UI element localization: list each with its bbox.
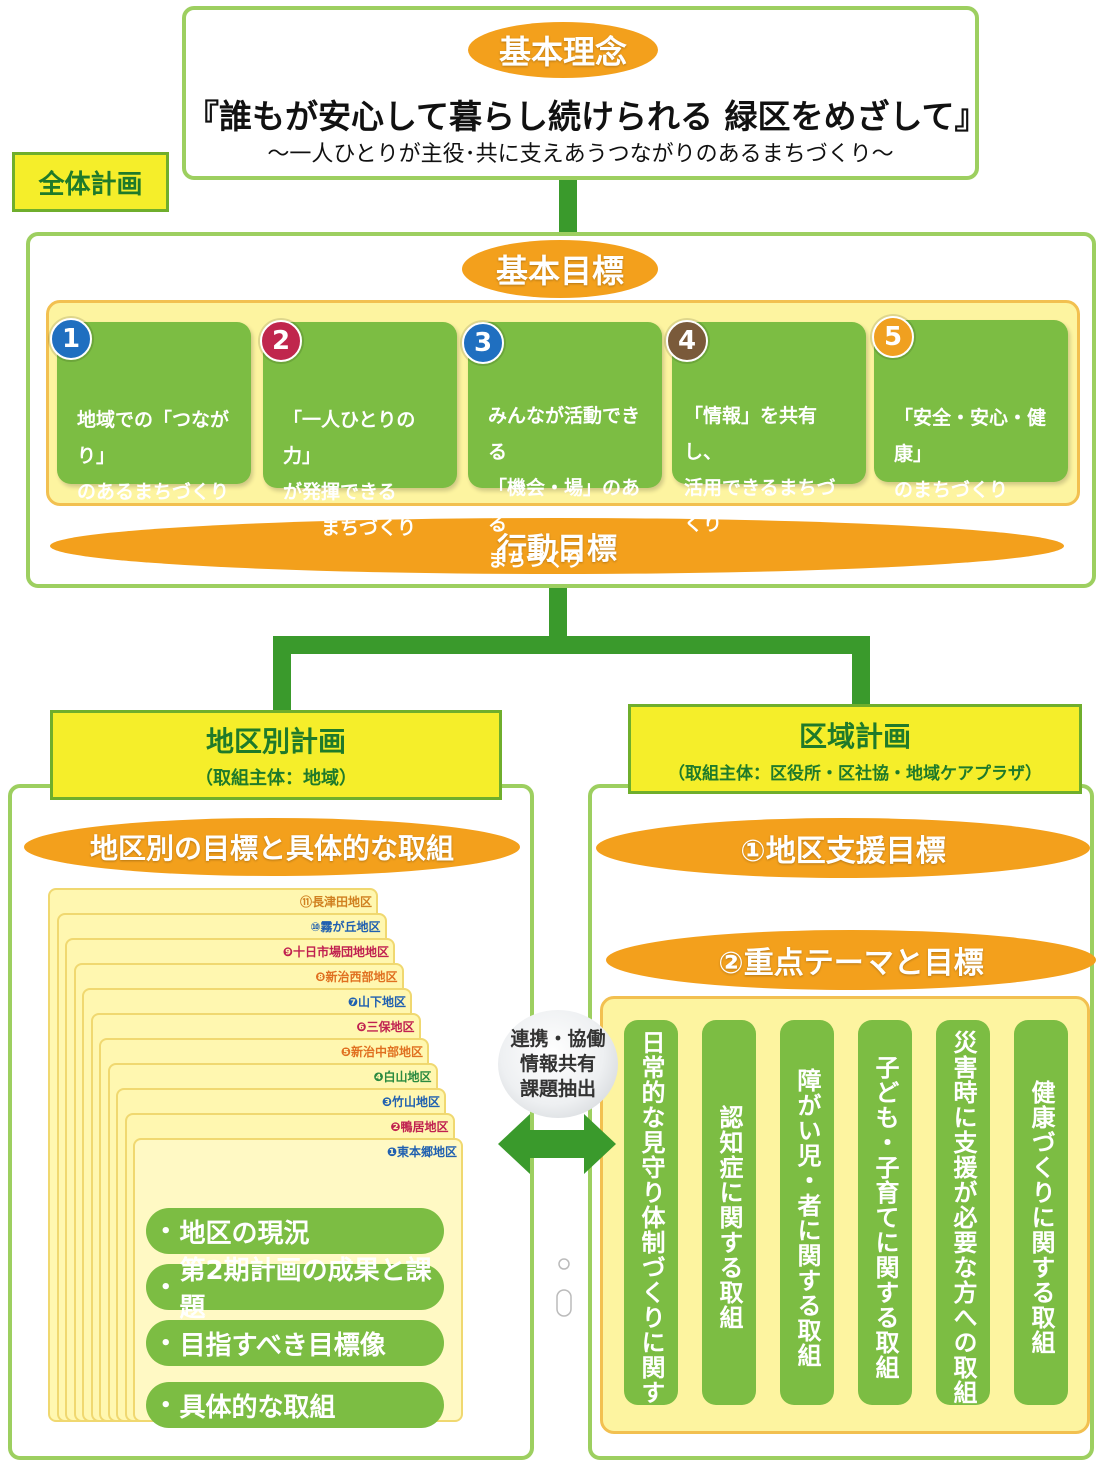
district-number-icon: ❽ — [315, 970, 326, 984]
basic-philosophy-subtitle: ～一人ひとりが主役･共に支えあうつながりのあるまちづくり～ — [267, 142, 894, 167]
goal-card-1: 地域での「つながり」 のあるまちづくり — [57, 322, 251, 503]
goal-text-1: 地域での「つながり」 のあるまちづくり — [77, 409, 230, 503]
area-plan-label: 区域計画 （取組主体：区役所・区社協・地域ケアプラザ） — [628, 704, 1082, 794]
goal-number-2: 2 — [260, 320, 302, 362]
district-number-icon: ⑩ — [310, 920, 321, 934]
district-number-icon: ❹ — [373, 1070, 384, 1084]
link-text-1: 連携・協働 — [510, 1027, 606, 1050]
district-name: 長津田地区 — [311, 895, 372, 909]
goal-number-3: 3 — [462, 322, 504, 364]
basic-philosophy-title: 『誰もが安心して暮らし続けられる 緑区をめざして』 — [186, 97, 988, 136]
district-name: 霧が丘地区 — [320, 920, 381, 934]
district-tab-4: ❽新治西部地区 — [315, 968, 397, 985]
district-tab-8: ❹白山地区 — [373, 1068, 431, 1085]
district-tab-5: ❼山下地区 — [348, 993, 406, 1010]
basic-philosophy-label: 基本理念 — [468, 22, 658, 78]
district-item-label-4: 具体的な取組 — [179, 1392, 336, 1423]
district-goals-banner: 地区別の目標と具体的な取組 — [24, 818, 520, 876]
district-number-icon: ❶ — [386, 1145, 397, 1159]
district-number-icon: ❾ — [282, 945, 293, 959]
district-tab-10: ❷鴨居地区 — [390, 1118, 448, 1135]
link-circle: 連携・協働 情報共有 課題抽出 — [498, 1010, 618, 1118]
district-name: 東本郷地区 — [396, 1145, 457, 1159]
theme-column-5: 災害時に支援が必要な方への取組 — [936, 1020, 990, 1405]
goal-text-3: みんなが活動できる 「機会・場」のある まちづくり — [488, 405, 641, 571]
district-item-2: • 第2期計画の成果と課題 — [146, 1256, 444, 1323]
district-tab-3: ❾十日市場団地地区 — [283, 943, 389, 960]
district-tab-11: ❶東本郷地区 — [387, 1143, 457, 1160]
basic-goals-label: 基本目標 — [462, 240, 658, 298]
district-name: 鴨居地区 — [400, 1120, 449, 1134]
district-tab-6: ❻三保地区 — [356, 1018, 414, 1035]
double-arrow-icon — [498, 1114, 616, 1174]
district-number-icon: ❻ — [356, 1020, 367, 1034]
district-item-4: • 具体的な取組 — [146, 1382, 444, 1428]
district-number-icon: ❺ — [340, 1045, 351, 1059]
bullet-icon: • — [160, 1332, 172, 1354]
district-name: 竹山地区 — [391, 1095, 440, 1109]
connector-right-drop — [852, 636, 870, 706]
goal-text-4: 「情報」を共有し、 活用できるまちづくり — [684, 405, 836, 535]
connector-horizontal — [273, 636, 870, 654]
district-item-1: • 地区の現況 — [146, 1208, 444, 1254]
key-themes-banner: ②重点テーマと目標 — [606, 930, 1096, 990]
support-goal-banner: ①地区支援目標 — [596, 818, 1090, 878]
overall-plan-label: 全体計画 — [12, 152, 169, 212]
district-tab-9: ❸竹山地区 — [382, 1093, 440, 1110]
district-item-3: • 目指すべき目標像 — [146, 1320, 444, 1366]
district-item-label-2: 第2期計画の成果と課題 — [179, 1256, 432, 1323]
theme-column-2: 認知症に関する取組 — [702, 1020, 756, 1405]
connector-middle — [549, 585, 567, 645]
district-number-icon: ⑪ — [299, 895, 312, 909]
theme-column-1: 日常的な見守り体制づくりに関する取組 — [624, 1020, 678, 1405]
district-number-icon: ❷ — [390, 1120, 401, 1134]
district-plan-subtitle: （取組主体：地域） — [195, 768, 357, 789]
theme-column-6: 健康づくりに関する取組 — [1014, 1020, 1068, 1405]
district-name: 三保地区 — [366, 1020, 415, 1034]
bullet-icon: • — [160, 1220, 172, 1242]
district-tab-1: ⑪長津田地区 — [300, 893, 372, 910]
district-name: 新治中部地区 — [350, 1045, 423, 1059]
themes-panel — [600, 996, 1090, 1434]
decorative-ring-icon — [556, 1258, 572, 1317]
goal-number-4: 4 — [666, 320, 708, 362]
link-text-2: 情報共有 — [519, 1052, 596, 1075]
district-number-icon: ❼ — [347, 995, 358, 1009]
district-plan-label: 地区別計画 （取組主体：地域） — [50, 710, 502, 800]
bullet-icon: • — [160, 1394, 172, 1416]
district-name: 十日市場団地地区 — [292, 945, 389, 959]
district-name: 山下地区 — [357, 995, 406, 1009]
theme-column-4: 子ども・子育てに関する取組 — [858, 1020, 912, 1405]
goal-number-1: 1 — [50, 318, 92, 360]
connector-top — [559, 176, 577, 238]
district-tab-2: ⑩霧が丘地区 — [310, 918, 380, 935]
goal-text-5: 「安全・安心・健康」 のまちづくり — [894, 407, 1047, 501]
district-number-icon: ❸ — [381, 1095, 392, 1109]
basic-philosophy-box: 基本理念 『誰もが安心して暮らし続けられる 緑区をめざして』 ～一人ひとりが主役… — [182, 6, 988, 180]
district-plan-title: 地区別計画 — [205, 725, 346, 758]
connector-left-drop — [273, 636, 291, 712]
bullet-icon: • — [160, 1276, 172, 1298]
link-text-3: 課題抽出 — [519, 1077, 596, 1100]
goal-text-2: 「一人ひとりの力」 が発揮できる まちづくり — [283, 409, 417, 539]
action-goals-banner: 行動目標 — [50, 518, 1064, 574]
theme-column-3: 障がい児・者に関する取組 — [780, 1020, 834, 1405]
district-tab-7: ❺新治中部地区 — [341, 1043, 423, 1060]
district-name: 新治西部地区 — [325, 970, 398, 984]
overall-plan-text: 全体計画 — [38, 169, 143, 200]
area-plan-subtitle: （取組主体：区役所・区社協・地域ケアプラザ） — [668, 763, 1042, 784]
area-plan-title: 区域計画 — [798, 719, 911, 753]
district-item-label-1: 地区の現況 — [179, 1218, 310, 1249]
district-item-label-3: 目指すべき目標像 — [179, 1330, 386, 1361]
district-name: 白山地区 — [383, 1070, 432, 1084]
goal-number-5: 5 — [872, 316, 914, 358]
